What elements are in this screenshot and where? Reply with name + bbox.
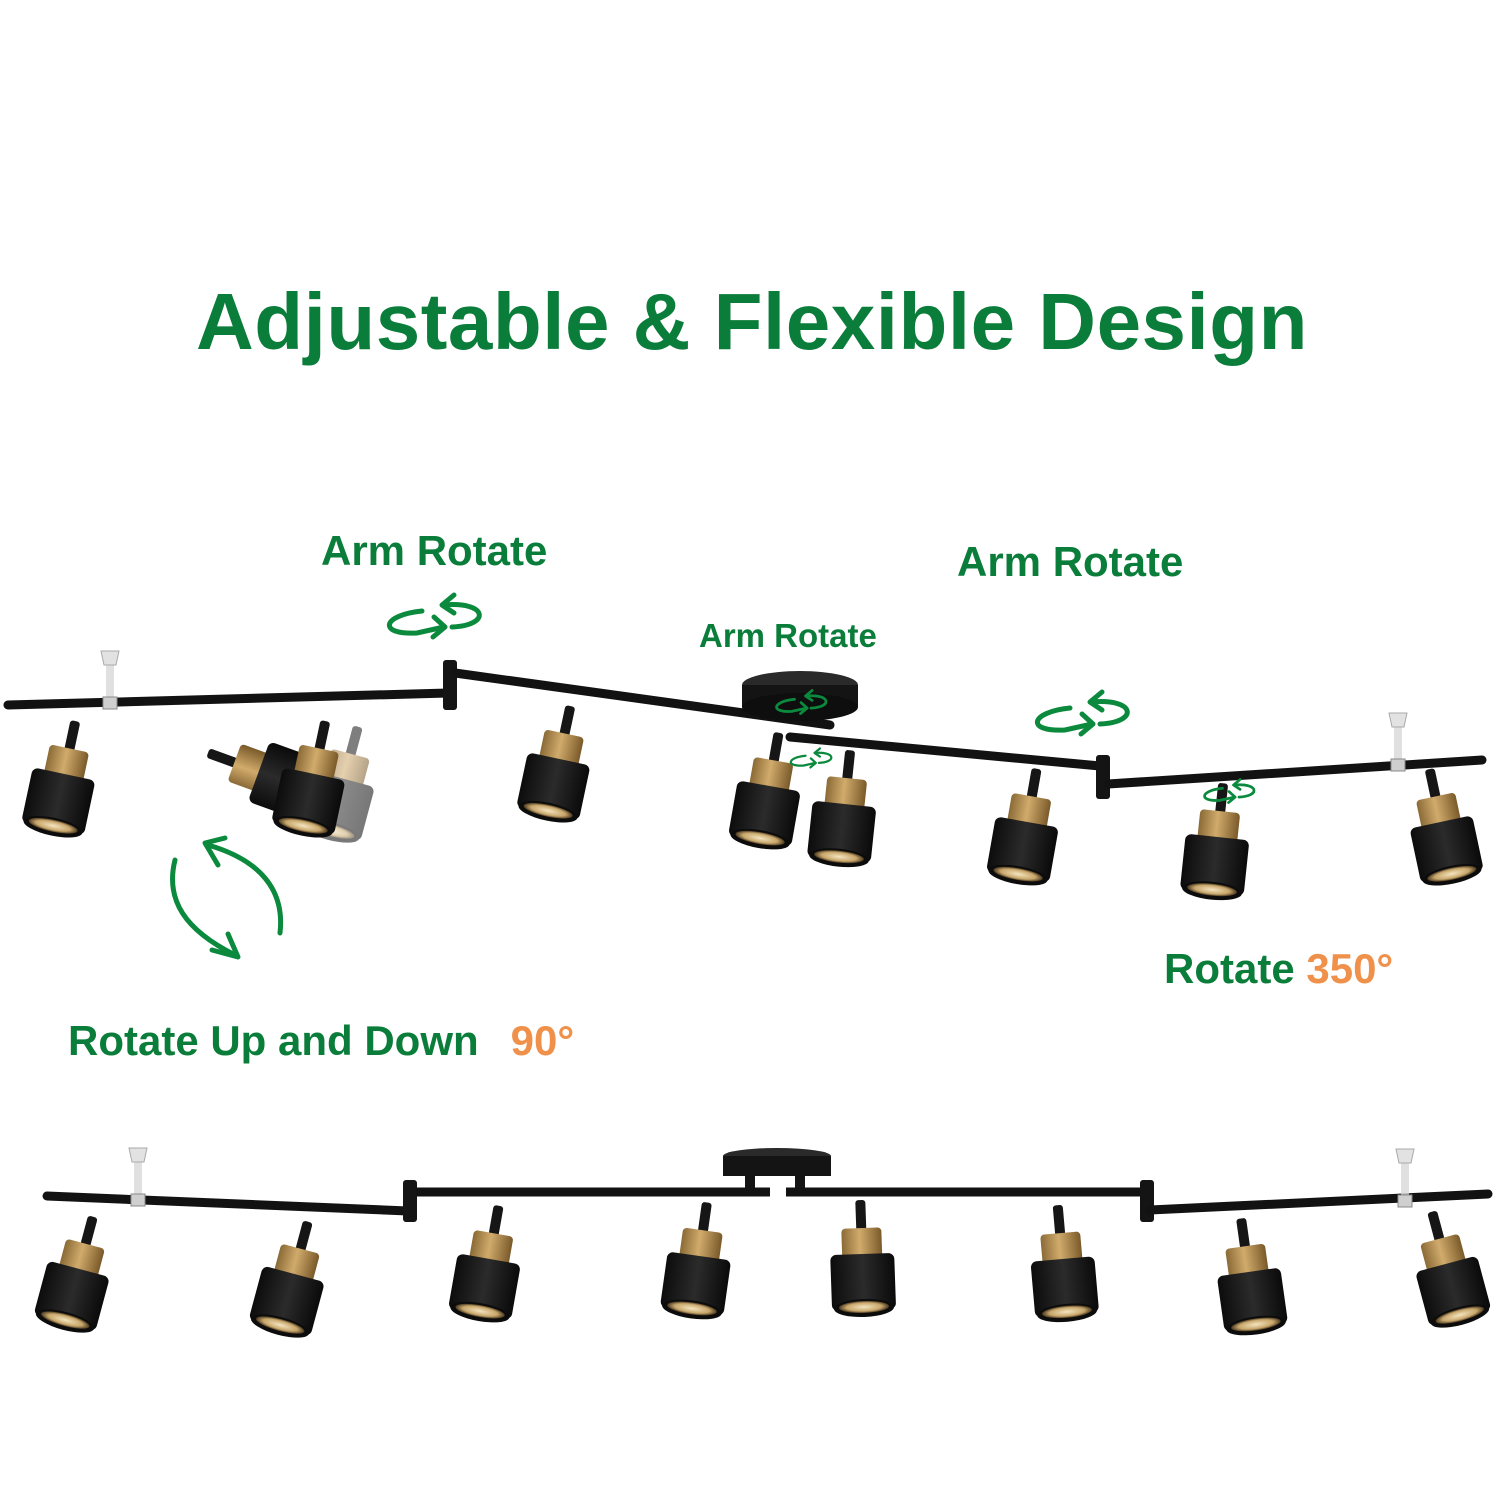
label-arm-rotate-center: Arm Rotate [699, 617, 877, 654]
label-arm-rotate-right: Arm Rotate [957, 538, 1184, 585]
label-rotate-up-down: Rotate Up and Down 90° [68, 1020, 574, 1062]
label-rotate-350: Rotate 350° [1164, 948, 1393, 990]
tilt-arrows-icon [170, 835, 284, 960]
fixture-top-adjusted [3, 595, 1487, 960]
label-arm-rotate-left: Arm Rotate [321, 527, 548, 574]
updown-value: 90° [510, 1017, 575, 1064]
updown-prefix: Rotate Up and Down [68, 1017, 479, 1064]
rotate-arrows-icon [389, 595, 479, 637]
rotate-prefix: Rotate [1164, 945, 1307, 992]
page-title: Adjustable & Flexible Design [196, 277, 1309, 366]
rotate-arrows-icon [1037, 692, 1127, 734]
rotate-value: 350° [1306, 945, 1394, 992]
fixture-bottom-straight [31, 1147, 1494, 1343]
